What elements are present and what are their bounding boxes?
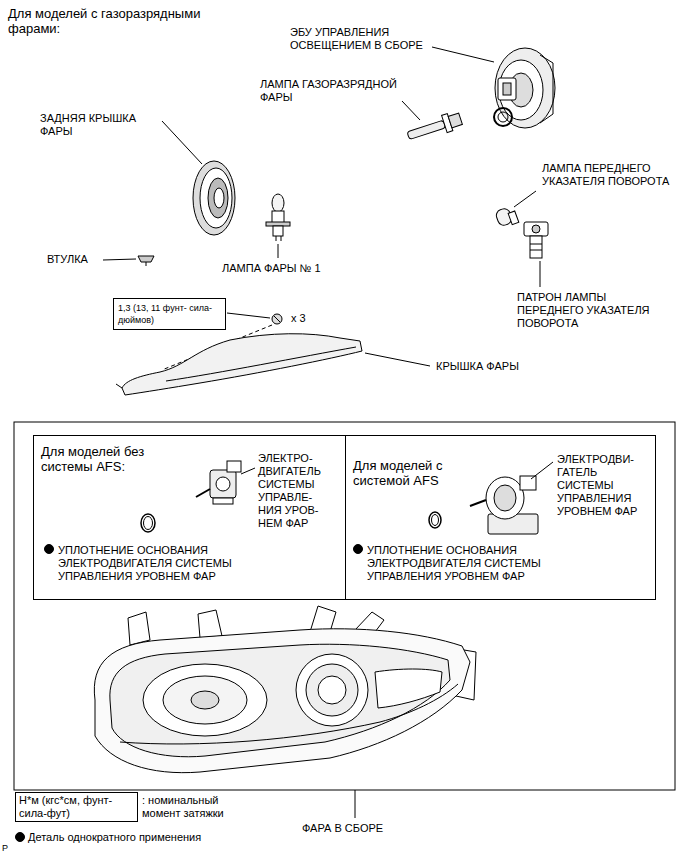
turn-socket-drawing bbox=[524, 222, 548, 258]
turn-bulb-drawing bbox=[495, 207, 519, 227]
part-label: ЭБУ УПРАВЛЕНИЯ ОСВЕЩЕНИЕМ В СБОРЕ bbox=[290, 26, 462, 52]
part-label: ЭЛЕКТРОДВИ- ГАТЕЛЬ СИСТЕМЫ УПРАВЛЕНИЯ УР… bbox=[557, 453, 649, 518]
legend-item: Деталь однократного применения bbox=[28, 831, 268, 844]
part-label: ЛАМПА ПЕРЕДНЕГО УКАЗАТЕЛЯ ПОВОРОТА bbox=[542, 162, 670, 188]
part-label: УПЛОТНЕНИЕ ОСНОВАНИЯ ЭЛЕКТРОДВИГАТЕЛЯ СИ… bbox=[367, 544, 607, 583]
legend-text: : номинальный момент затяжки bbox=[142, 794, 224, 819]
part-label: ЗАДНЯЯ КРЫШКА ФАРЫ bbox=[40, 112, 158, 138]
part-label: ВТУЛКА bbox=[47, 253, 107, 266]
afs-leveling-motor-drawing bbox=[470, 476, 538, 534]
part-label: ПАТРОН ЛАМПЫ ПЕРЕДНЕГО УКАЗАТЕЛЯ ПОВОРОТ… bbox=[517, 291, 669, 330]
headlight-bulb-drawing bbox=[266, 194, 290, 241]
diagram-title: Для моделей с газоразрядными фарами: bbox=[8, 6, 208, 36]
screw-drawing bbox=[272, 314, 282, 324]
ecu-drawing bbox=[494, 48, 555, 128]
frame bbox=[14, 422, 675, 790]
part-label: ЛАМПА ГАЗОРАЗРЯДНОЙ ФАРЫ bbox=[260, 78, 400, 104]
box-text: 1,3 (13, 11 фунт- сила-дюймов) bbox=[118, 302, 221, 326]
grommet-drawing bbox=[138, 256, 154, 262]
variant-box: Для моделей без системы AFS: ЭЛЕКТРО- ДВИ… bbox=[33, 435, 346, 600]
headlight-cover-drawing bbox=[116, 334, 362, 395]
part-label: ФАРА В СБОРЕ bbox=[302, 822, 422, 835]
part-label: КРЫШКА ФАРЫ bbox=[436, 360, 556, 373]
legend-torque-box: Н*м (кгс*см, фунт- сила-фут) bbox=[15, 792, 138, 822]
part-label: ЭЛЕКТРО- ДВИГАТЕЛЬ СИСТЕМЫ УПРАВЛЕ- НИЯ … bbox=[258, 452, 336, 530]
headlight-assembly-drawing bbox=[94, 606, 476, 773]
legend-item: : номинальный момент затяжки bbox=[142, 794, 254, 820]
discharge-bulb-drawing bbox=[405, 110, 463, 144]
rear-cover-drawing bbox=[193, 161, 235, 235]
part-label: x 3 bbox=[291, 312, 321, 325]
parts-drawing bbox=[14, 47, 675, 842]
part-label: ЛАМПА ФАРЫ № 1 bbox=[222, 262, 342, 275]
leveling-motor-drawing bbox=[196, 461, 241, 504]
variant-heading: Для моделей с системой AFS bbox=[353, 458, 468, 488]
box-text: Н*м (кгс*см, фунт- сила-фут) bbox=[19, 794, 134, 820]
variant-box: Для моделей с системой AFS ЭЛЕКТРОДВИ- ГА… bbox=[345, 435, 656, 600]
torque-box: 1,3 (13, 11 фунт- сила-дюймов) bbox=[113, 298, 226, 330]
part-label: УПЛОТНЕНИЕ ОСНОВАНИЯ ЭЛЕКТРОДВИГАТЕЛЯ СИ… bbox=[58, 544, 290, 583]
variant-heading: Для моделей без системы AFS: bbox=[41, 444, 186, 474]
legend-text: Деталь однократного применения bbox=[28, 831, 201, 843]
part-label: P bbox=[2, 842, 16, 854]
